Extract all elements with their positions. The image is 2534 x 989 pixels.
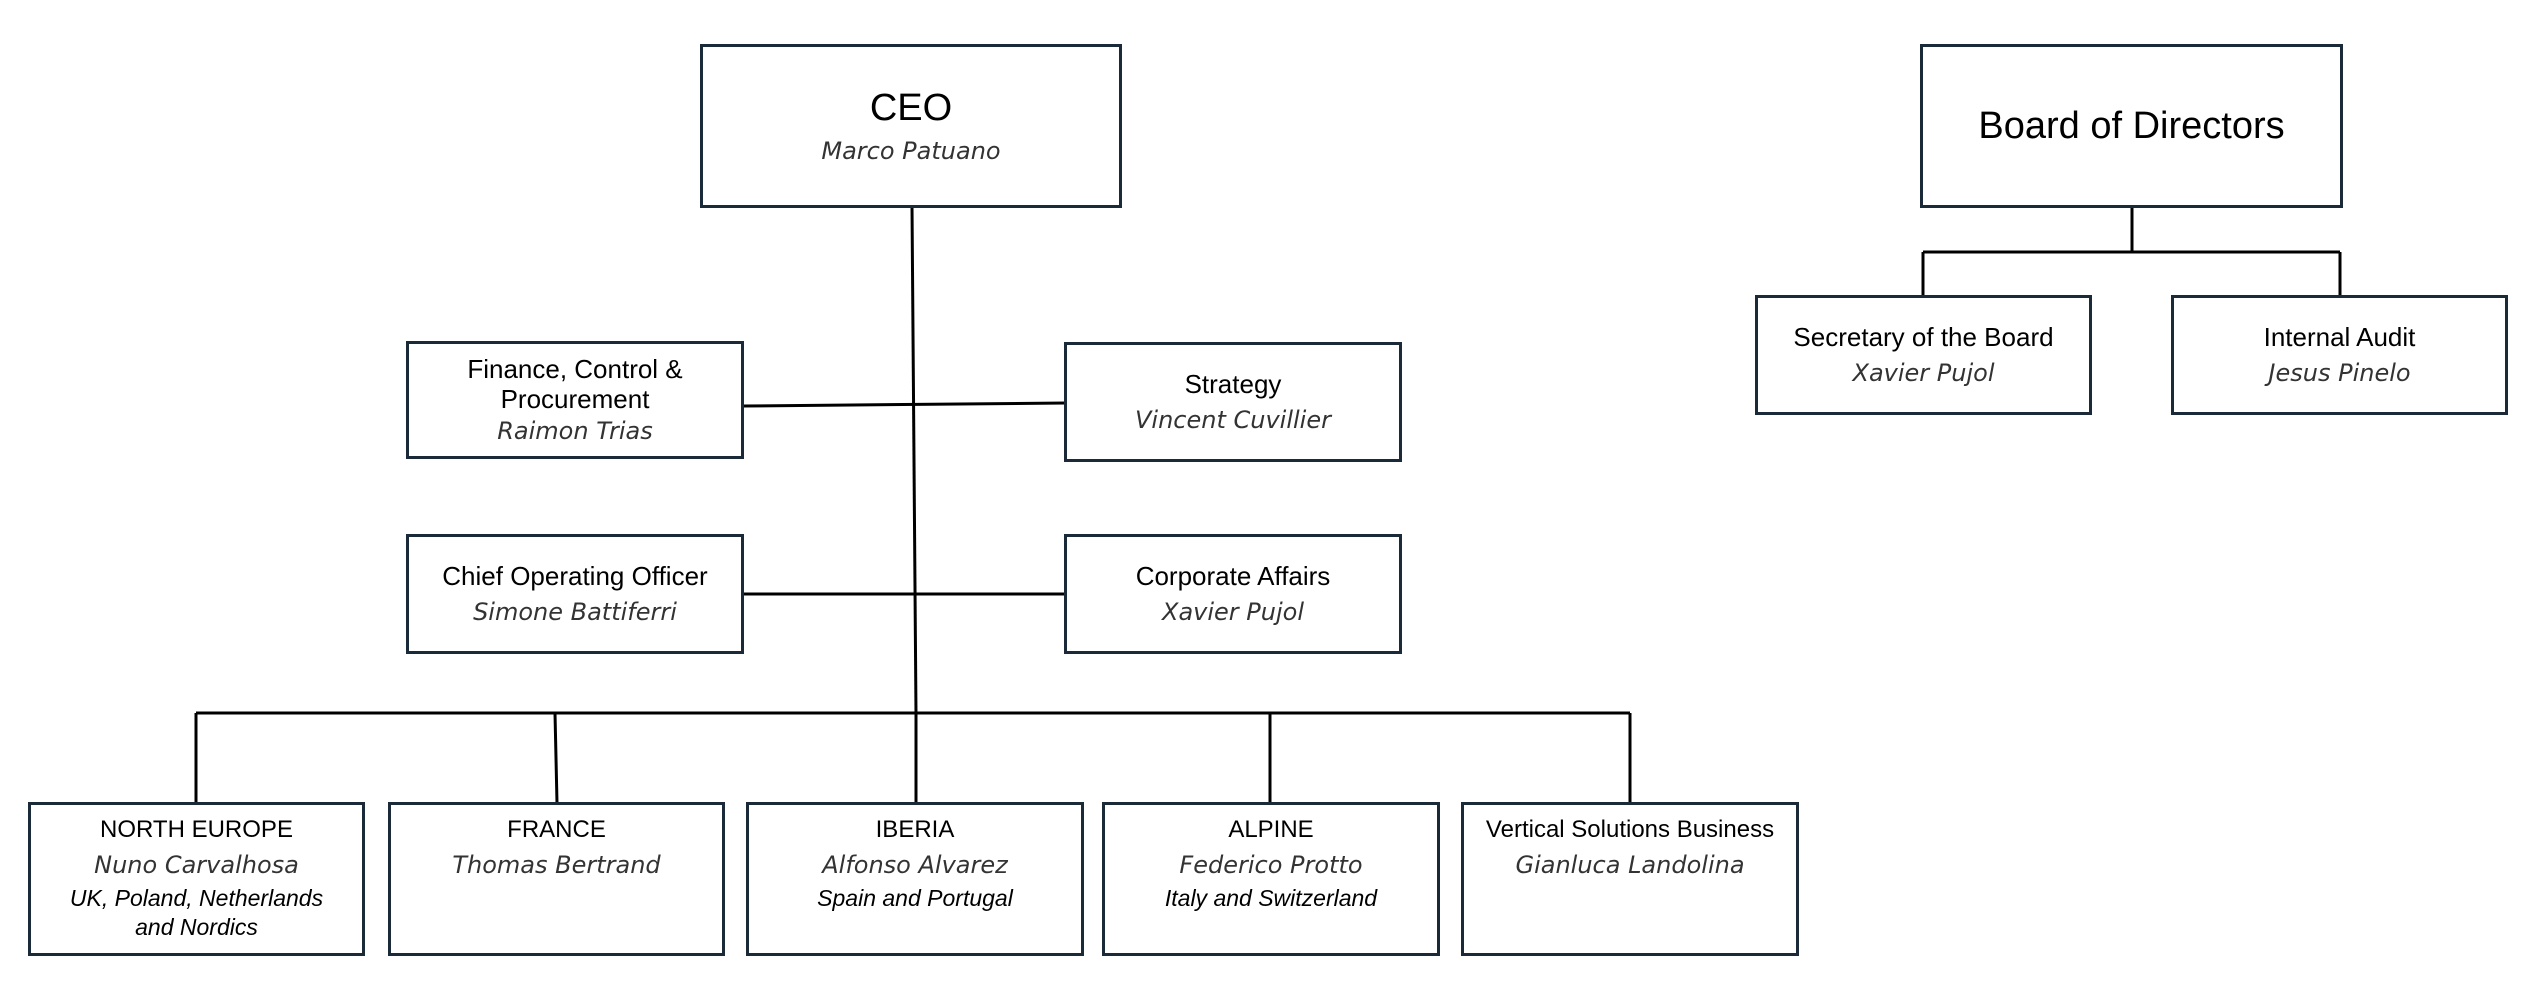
france-drop: [553, 712, 559, 804]
corporate-box: Corporate Affairs Xavier Pujol: [1064, 534, 1402, 654]
north-europe-scope: UK, Poland, Netherlands and Nordics: [69, 885, 324, 940]
corporate-name: Xavier Pujol: [1162, 598, 1304, 626]
board-box: Board of Directors: [1920, 44, 2343, 208]
vertical-solutions-title: Vertical Solutions Business: [1485, 816, 1775, 843]
france-title: FRANCE: [507, 816, 606, 843]
ceo-trunk-line: [910, 205, 918, 716]
ceo-box: CEO Marco Patuano: [700, 44, 1122, 208]
coo-title: Chief Operating Officer: [442, 561, 708, 591]
france-box: FRANCE Thomas Bertrand: [388, 802, 725, 956]
alpine-box: ALPINE Federico Protto Italy and Switzer…: [1102, 802, 1440, 956]
ceo-title: CEO: [869, 87, 953, 129]
north-europe-box: NORTH EUROPE Nuno Carvalhosa UK, Poland,…: [28, 802, 365, 956]
france-name: Thomas Bertrand: [452, 851, 661, 879]
strategy-name: Vincent Cuvillier: [1135, 406, 1331, 434]
board-title: Board of Directors: [1978, 105, 2285, 147]
finance-name: Raimon Trias: [497, 417, 653, 445]
iberia-box: IBERIA Alfonso Alvarez Spain and Portuga…: [746, 802, 1084, 956]
secretary-box: Secretary of the Board Xavier Pujol: [1755, 295, 2092, 415]
iberia-title: IBERIA: [875, 816, 955, 843]
strategy-title: Strategy: [1184, 369, 1282, 399]
alpine-name: Federico Protto: [1179, 851, 1363, 879]
vertical-solutions-box: Vertical Solutions Business Gianluca Lan…: [1461, 802, 1799, 956]
coo-name: Simone Battiferri: [473, 598, 677, 626]
audit-box: Internal Audit Jesus Pinelo: [2171, 295, 2508, 415]
finance-strategy-line: [742, 401, 1067, 408]
vertical-solutions-name: Gianluca Landolina: [1515, 851, 1745, 879]
finance-box: Finance, Control & Procurement Raimon Tr…: [406, 341, 744, 459]
north-europe-title: NORTH EUROPE: [100, 816, 293, 843]
iberia-name: Alfonso Alvarez: [822, 851, 1008, 879]
audit-title: Internal Audit: [2263, 322, 2416, 352]
iberia-scope: Spain and Portugal: [817, 885, 1013, 911]
coo-box: Chief Operating Officer Simone Battiferr…: [406, 534, 744, 654]
finance-title: Finance, Control & Procurement: [467, 354, 683, 414]
alpine-title: ALPINE: [1228, 816, 1314, 843]
secretary-title: Secretary of the Board: [1793, 322, 2054, 352]
secretary-name: Xavier Pujol: [1852, 359, 1995, 387]
strategy-box: Strategy Vincent Cuvillier: [1064, 342, 1402, 462]
corporate-title: Corporate Affairs: [1135, 561, 1331, 591]
audit-name: Jesus Pinelo: [2268, 359, 2411, 387]
alpine-scope: Italy and Switzerland: [1164, 885, 1378, 911]
north-europe-name: Nuno Carvalhosa: [94, 851, 299, 879]
ceo-name: Marco Patuano: [821, 137, 1001, 165]
